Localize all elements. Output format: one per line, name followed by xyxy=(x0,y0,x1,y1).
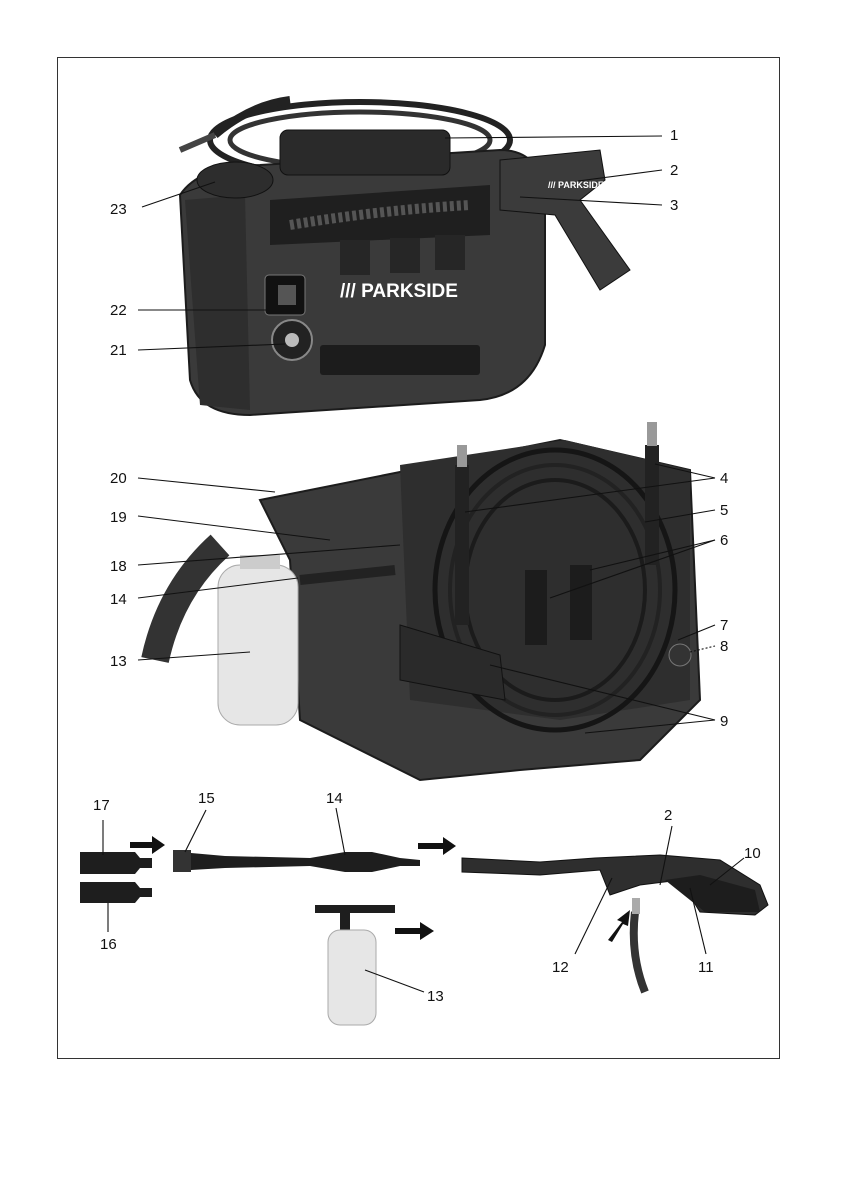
suction-hose xyxy=(155,545,220,660)
arrow-right-2 xyxy=(418,837,456,855)
high-pressure-hose xyxy=(634,912,645,992)
callout-19: 19 xyxy=(110,509,127,526)
nozzle-17 xyxy=(80,852,152,874)
callout-22: 22 xyxy=(110,302,127,319)
callout-18: 18 xyxy=(110,558,127,575)
washer-rear-view xyxy=(155,422,700,780)
lance-14 xyxy=(191,852,420,872)
lance-right xyxy=(645,445,659,565)
callout-5: 5 xyxy=(720,502,728,519)
callout-13: 13 xyxy=(110,653,127,670)
callout-13b: 13 xyxy=(427,988,444,1005)
callout-14b: 14 xyxy=(326,790,343,807)
callout-16: 16 xyxy=(100,936,117,953)
callout-7: 7 xyxy=(720,617,728,634)
lance-adapter-15 xyxy=(173,850,191,872)
water-inlet xyxy=(669,644,691,666)
arrow-up xyxy=(608,910,630,942)
callout-21: 21 xyxy=(110,342,127,359)
callout-12: 12 xyxy=(552,959,569,976)
callout-3: 3 xyxy=(670,197,678,214)
callout-1: 1 xyxy=(670,127,678,144)
detergent-cap xyxy=(197,162,273,198)
callout-14: 14 xyxy=(110,591,127,608)
accessories-view xyxy=(80,836,768,1025)
arrow-right-1 xyxy=(130,836,165,854)
callout-11: 11 xyxy=(698,959,714,976)
callout-10: 10 xyxy=(744,845,761,862)
svg-text:/// PARKSIDE: /// PARKSIDE xyxy=(548,180,604,190)
bottom-callouts: 17 15 14 2 10 16 12 11 13 xyxy=(93,790,761,1005)
foam-bottle-13 xyxy=(328,930,376,1025)
callout-9: 9 xyxy=(720,713,728,730)
foam-bottle xyxy=(218,565,298,725)
callout-2: 2 xyxy=(670,162,678,179)
carry-handle xyxy=(280,130,450,175)
callout-23: 23 xyxy=(110,201,127,218)
callout-20: 20 xyxy=(110,470,127,487)
callout-2b: 2 xyxy=(664,807,672,824)
arrow-right-3 xyxy=(395,922,434,940)
callout-15: 15 xyxy=(198,790,215,807)
callout-17: 17 xyxy=(93,797,110,814)
lance-left xyxy=(455,465,469,625)
brand-logo: /// PARKSIDE xyxy=(340,281,458,302)
callout-4: 4 xyxy=(720,470,728,487)
callout-6: 6 xyxy=(720,532,728,549)
washer-front-view: /// PARKSIDE /// PARKSIDE xyxy=(180,100,630,415)
nozzle-16 xyxy=(80,882,152,903)
callout-8: 8 xyxy=(720,638,728,655)
